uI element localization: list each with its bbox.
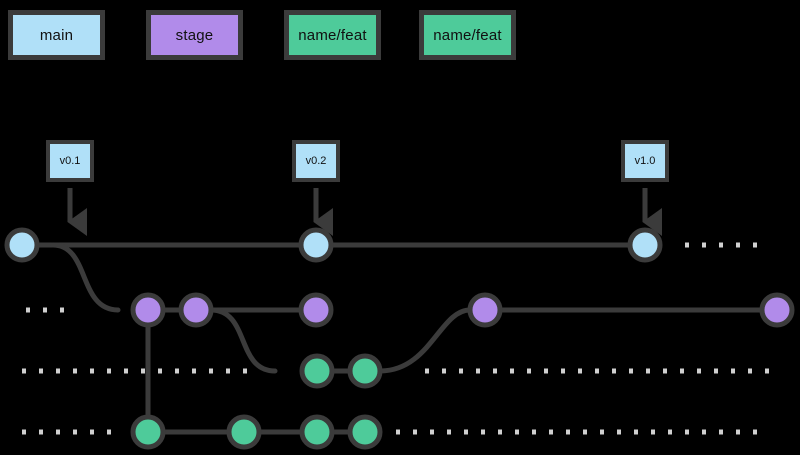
legend-item-label: name/feat [298, 26, 367, 44]
commit-node[interactable] [467, 292, 503, 328]
version-tag-label: v1.0 [634, 155, 656, 167]
branch-line [208, 307, 278, 374]
branch-line [50, 242, 121, 313]
legend-item-label: stage [175, 26, 214, 44]
legend-item[interactable]: stage [146, 10, 243, 60]
legend-item-label: main [39, 26, 74, 44]
commit-node[interactable] [4, 227, 40, 263]
commit-node[interactable] [226, 414, 262, 450]
version-tag-label: v0.1 [59, 155, 81, 167]
commit-node[interactable] [298, 292, 334, 328]
commit-node[interactable] [178, 292, 214, 328]
commit-node[interactable] [299, 353, 335, 389]
branch-lines-dotted [22, 242, 770, 435]
commit-nodes [4, 227, 795, 450]
commit-node[interactable] [759, 292, 795, 328]
commit-node[interactable] [627, 227, 663, 263]
version-tag[interactable]: v0.1 [46, 140, 94, 182]
version-tag-label: v0.2 [305, 155, 327, 167]
legend-item[interactable]: name/feat [419, 10, 516, 60]
commit-node[interactable] [299, 414, 335, 450]
legend-item[interactable]: name/feat [284, 10, 381, 60]
branch-lines-solid [34, 242, 765, 435]
commit-node[interactable] [347, 414, 383, 450]
legend-item[interactable]: main [8, 10, 105, 60]
version-tag[interactable]: v0.2 [292, 140, 340, 182]
commit-node[interactable] [130, 292, 166, 328]
commit-node[interactable] [130, 414, 166, 450]
legend-item-label: name/feat [433, 26, 502, 44]
tag-arrows [67, 188, 663, 237]
commit-node[interactable] [298, 227, 334, 263]
branch-line [377, 307, 473, 374]
commit-node[interactable] [347, 353, 383, 389]
version-tag[interactable]: v1.0 [621, 140, 669, 182]
